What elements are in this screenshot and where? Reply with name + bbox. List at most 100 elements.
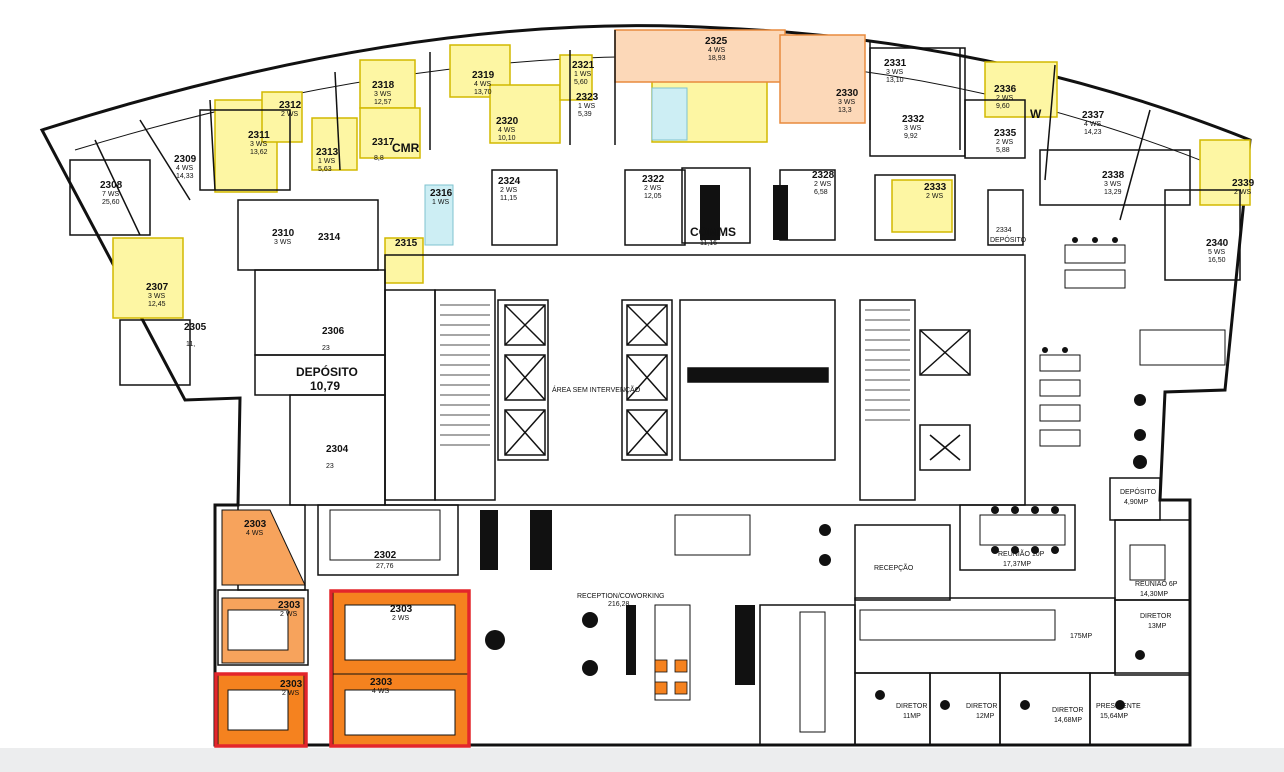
room-2332-ws: 3 WS bbox=[904, 125, 921, 132]
room-2335-ws: 2 WS bbox=[996, 139, 1013, 146]
stairs-left bbox=[440, 304, 490, 446]
room-2314-number: 2314 bbox=[318, 232, 341, 243]
room-2303e-ws: 4 WS bbox=[372, 688, 389, 695]
room-2312-ws: 2 WS bbox=[281, 111, 298, 118]
room-2320-ws: 4 WS bbox=[498, 127, 515, 134]
room-2336-number: 2336 bbox=[994, 84, 1017, 95]
room-2311-area: 13,62 bbox=[250, 149, 268, 156]
recepcao-label: RECEPÇÃO bbox=[874, 563, 914, 572]
room-2303a-number: 2303 bbox=[244, 519, 267, 530]
room-2306-number: 2306 bbox=[322, 326, 345, 337]
room-2322-ws: 2 WS bbox=[644, 185, 661, 192]
room-2325-ws: 4 WS bbox=[708, 47, 725, 54]
room-2336-ws: 2 WS bbox=[996, 95, 1013, 102]
room-2303e-number: 2303 bbox=[370, 677, 393, 688]
room-2309-ws: 4 WS bbox=[176, 165, 193, 172]
reception-label: RECEPTION/COWORKING bbox=[577, 593, 665, 600]
room-2308-area: 25,60 bbox=[102, 199, 120, 206]
room-2340-number: 2340 bbox=[1206, 238, 1229, 249]
chairs bbox=[485, 237, 1147, 710]
open-area-label: 175MP bbox=[1070, 633, 1093, 640]
room-2337-number: 2337 bbox=[1082, 110, 1105, 121]
room-2321-area: 5,60 bbox=[574, 79, 588, 86]
room-2335-number: 2335 bbox=[994, 128, 1017, 139]
room-2338-area: 13,29 bbox=[1104, 189, 1122, 196]
room-2313-ws: 1 WS bbox=[318, 158, 335, 165]
deposito-1-label: DEPÓSITO bbox=[296, 364, 358, 379]
room-2331-number: 2331 bbox=[884, 58, 907, 69]
yellow-rooms bbox=[112, 44, 1251, 319]
room-2316-number: 2316 bbox=[430, 188, 453, 199]
room-2333-number: 2333 bbox=[924, 182, 947, 193]
room-2320-area: 10,10 bbox=[498, 135, 516, 142]
room-2305-area: 11, bbox=[186, 341, 195, 348]
room-2315-number: 2315 bbox=[395, 238, 418, 249]
room-2340-ws: 5 WS bbox=[1208, 249, 1225, 256]
room-2303d-number: 2303 bbox=[390, 604, 413, 615]
room-2339-number: 2339 bbox=[1232, 178, 1255, 189]
room-2340-area: 16,50 bbox=[1208, 257, 1226, 264]
comms-area: 11,16 bbox=[700, 240, 717, 247]
room-2331-area: 13,10 bbox=[886, 77, 904, 84]
room-2332-area: 9,92 bbox=[904, 133, 918, 140]
room-2311-number: 2311 bbox=[248, 130, 270, 141]
presidente-area: 15,64MP bbox=[1100, 713, 1128, 720]
deposito-1-area: 10,79 bbox=[310, 379, 340, 393]
reuniao-6p-label: REUNIÃO 6P bbox=[1135, 579, 1178, 588]
room-2337-ws: 4 WS bbox=[1084, 121, 1101, 128]
coworking-furniture bbox=[227, 244, 1226, 736]
room-2324-number: 2324 bbox=[498, 176, 521, 187]
comms-label: COMMS bbox=[690, 225, 736, 239]
room-2317-number: 2317 bbox=[372, 137, 395, 148]
room-2334-number: 2334 bbox=[996, 227, 1012, 234]
room-2338-ws: 3 WS bbox=[1104, 181, 1121, 188]
room-2302-area: 27,76 bbox=[376, 563, 394, 570]
presidente-label: PRESIDENTE bbox=[1096, 703, 1141, 710]
reuniao-10p-label: REUNIÃO 10P bbox=[998, 549, 1045, 558]
room-2332-number: 2332 bbox=[902, 114, 925, 125]
dark-counters bbox=[480, 185, 788, 685]
room-2307-area: 12,45 bbox=[148, 301, 166, 308]
reuniao-6p-area: 14,30MP bbox=[1140, 591, 1168, 598]
floor-plan: 2325 4 WS 18,93 2321 1 WS 5,60 2323 1 WS… bbox=[39, 24, 1255, 748]
diretor-right-label: DIRETOR bbox=[1140, 613, 1171, 620]
room-2322-number: 2322 bbox=[642, 174, 665, 185]
deposito-2-label: DEPÓSITO bbox=[1120, 487, 1157, 496]
room-2318-area: 12,57 bbox=[374, 99, 392, 106]
room-2328-number: 2328 bbox=[812, 170, 835, 181]
diretor-2-area: 12MP bbox=[976, 713, 995, 720]
room-2324-area: 11,15 bbox=[500, 195, 517, 202]
room-2310-ws: 3 WS bbox=[274, 239, 291, 246]
room-2337-area: 14,23 bbox=[1084, 129, 1102, 136]
room-2307-number: 2307 bbox=[146, 282, 169, 293]
room-2309-area: 14,33 bbox=[176, 173, 194, 180]
room-2325-area: 18,93 bbox=[708, 55, 726, 62]
room-2325-number: 2325 bbox=[705, 36, 728, 47]
room-2304-area: 23 bbox=[326, 463, 334, 470]
room-2305-number: 2305 bbox=[184, 322, 207, 333]
room-2309-number: 2309 bbox=[174, 154, 197, 165]
room-2330-ws: 3 WS bbox=[838, 99, 855, 106]
room-2339-ws: 2 WS bbox=[1234, 189, 1251, 196]
room-2338-number: 2338 bbox=[1102, 170, 1125, 181]
room-2310-number: 2310 bbox=[272, 228, 295, 239]
reuniao-10p-area: 17,37MP bbox=[1003, 561, 1031, 568]
room-2333-ws: 2 WS bbox=[926, 193, 943, 200]
room-2303d-ws: 2 WS bbox=[392, 615, 409, 622]
diretor-3-label: DIRETOR bbox=[1052, 707, 1083, 714]
room-2331-ws: 3 WS bbox=[886, 69, 903, 76]
room-2328-ws: 2 WS bbox=[814, 181, 831, 188]
room-2336-area: 9,60 bbox=[996, 103, 1010, 110]
room-2319-area: 13,70 bbox=[474, 89, 492, 96]
stairs-right bbox=[865, 309, 910, 421]
room-2303c-ws: 2 WS bbox=[282, 690, 299, 697]
room-2321-ws: 1 WS bbox=[574, 71, 591, 78]
room-2313-number: 2313 bbox=[316, 147, 339, 158]
right-rooms bbox=[759, 477, 1191, 746]
room-2308-number: 2308 bbox=[100, 180, 123, 191]
cmr-label: CMR bbox=[392, 141, 420, 155]
w-label: W bbox=[1030, 107, 1042, 121]
diretor-right-area: 13MP bbox=[1148, 623, 1167, 630]
bottom-bar bbox=[0, 748, 1284, 772]
room-2303a-ws: 4 WS bbox=[246, 530, 263, 537]
